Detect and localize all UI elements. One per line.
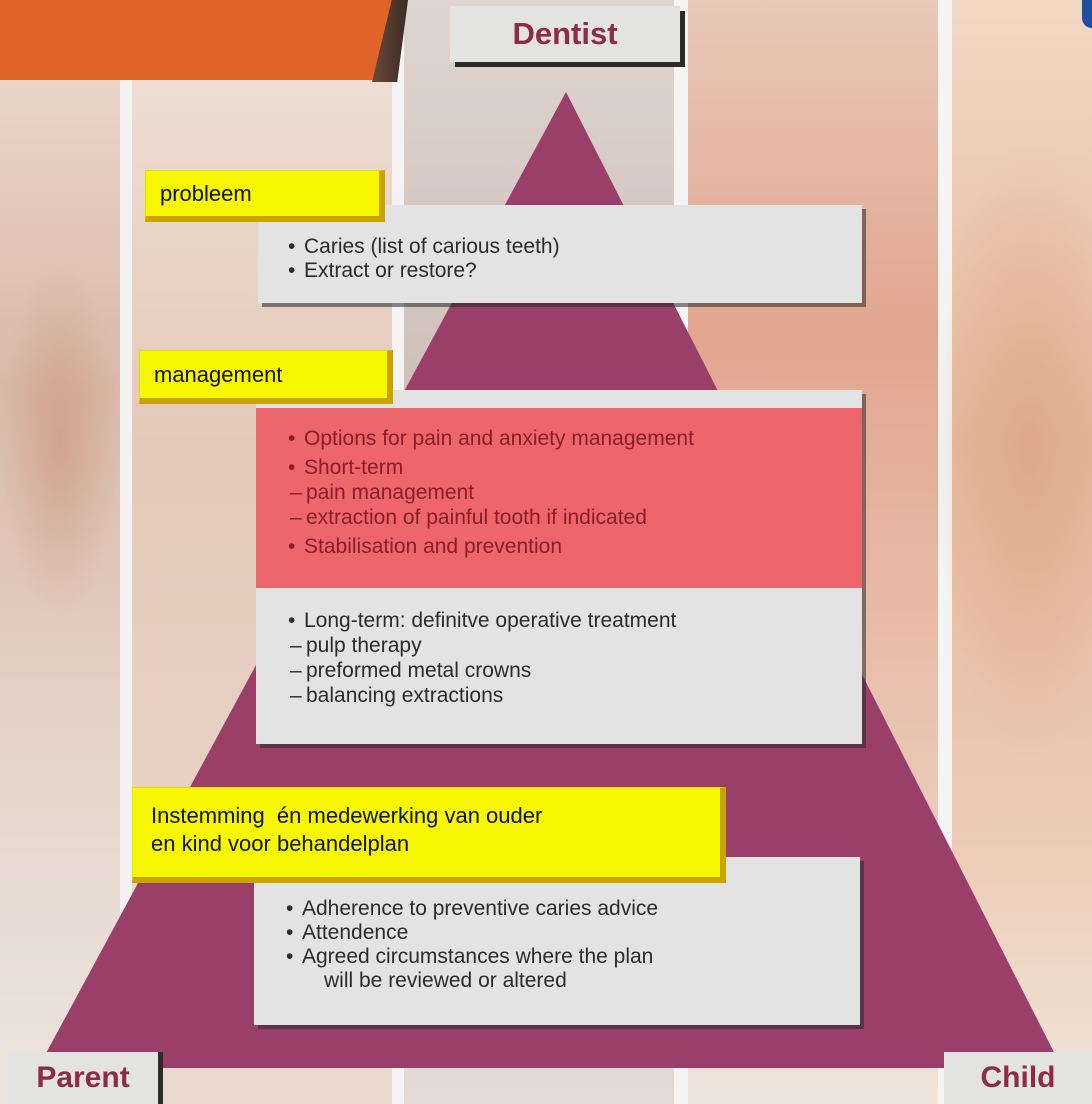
section-label-problem: probleem <box>145 170 385 222</box>
section-label-text: management <box>154 361 283 387</box>
vertex-label-child: Child <box>944 1052 1092 1104</box>
management-subitem: pain management <box>286 480 694 505</box>
problem-list: Caries (list of carious teeth) Extract o… <box>286 235 560 283</box>
blue-corner-tab <box>1082 0 1092 28</box>
orange-header-bar <box>0 0 400 80</box>
agreement-item: Attendence <box>284 921 658 945</box>
vertex-label-dentist: Dentist <box>450 6 680 62</box>
management-subitem: preformed metal crowns <box>286 658 676 683</box>
agreement-box: Adherence to preventive caries advice At… <box>254 857 860 1025</box>
agreement-item-continuation: will be reviewed or altered <box>324 969 567 992</box>
management-highlight-list: Options for pain and anxiety management … <box>286 426 694 559</box>
problem-item: Caries (list of carious teeth) <box>286 235 560 259</box>
problem-item: Extract or restore? <box>286 259 560 283</box>
management-item: Stabilisation and prevention <box>286 534 694 559</box>
management-item: Long-term: definitve operative treatment <box>286 608 676 633</box>
section-label-text: probleem <box>160 180 252 206</box>
management-normal-list: Long-term: definitve operative treatment… <box>286 608 676 708</box>
management-box: Options for pain and anxiety management … <box>256 390 862 744</box>
problem-box: Caries (list of carious teeth) Extract o… <box>258 205 862 303</box>
management-subitem: balancing extractions <box>286 683 676 708</box>
agreement-list: Adherence to preventive caries advice At… <box>284 897 658 993</box>
management-subitem: pulp therapy <box>286 633 676 658</box>
section-label-agreement: Instemming én medewerking van ouder en k… <box>132 787 726 883</box>
management-subitem: extraction of painful tooth if indicated <box>286 505 694 530</box>
agreement-item: Adherence to preventive caries advice <box>284 897 658 921</box>
vertex-label-parent: Parent <box>8 1052 158 1104</box>
management-item: Short-term <box>286 455 694 480</box>
section-label-line: Instemming én medewerking van ouder <box>151 803 543 828</box>
section-label-line: en kind voor behandelplan <box>151 831 410 856</box>
agreement-item: Agreed circumstances where the plan <box>284 945 658 969</box>
management-item: Options for pain and anxiety management <box>286 426 694 451</box>
section-label-management: management <box>139 350 393 404</box>
